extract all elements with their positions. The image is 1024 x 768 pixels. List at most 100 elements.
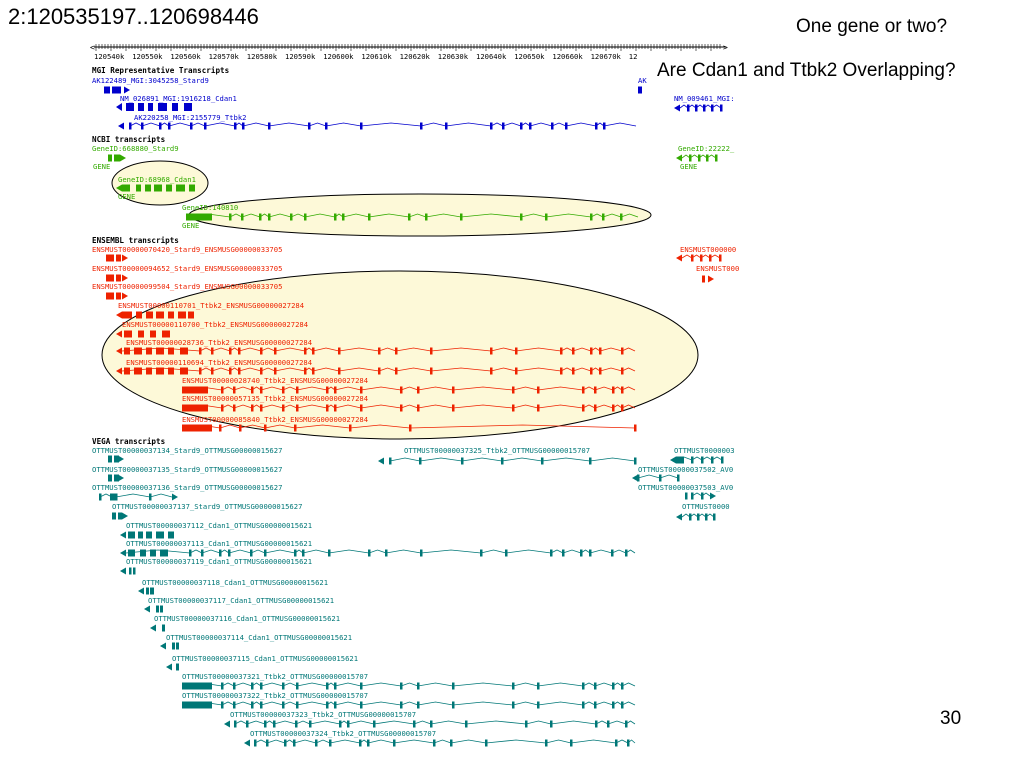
strand-arrow-left [116,184,122,192]
strand-arrow-left [676,254,682,262]
exon-block [273,720,276,728]
intron-line [328,549,370,554]
exon-block [268,122,271,130]
exon-block [308,122,311,130]
intron-line [611,549,627,554]
exon-block [603,122,606,130]
exon-block [685,492,688,500]
intron-line [395,367,432,372]
exon-block [395,347,398,355]
transcript-label: ENSMUST00000085840_Ttbk2_ENSMUSG00000027… [182,415,368,424]
intron-line [602,213,622,218]
exon-block [282,386,285,394]
intron-line [400,682,419,687]
exon-block [160,605,163,613]
exon-block [150,587,154,595]
strand-arrow-left [138,587,144,595]
exon-block [241,213,244,221]
exon-block [359,739,362,747]
intron-line [430,347,492,352]
intron-line [273,720,297,725]
exon-block [417,404,420,412]
exon-block [565,122,568,130]
exon-block [295,720,298,728]
intron-line [520,213,547,218]
intron-line [551,122,567,127]
exon-block [490,347,493,355]
exon-block [550,549,553,557]
intron-line [621,701,636,706]
strand-arrow-left [120,549,126,557]
exon-block [612,404,615,412]
strand-arrow-right [122,254,128,262]
intron-line [594,386,614,391]
exon-block [304,213,307,221]
exon-block [264,549,267,557]
exon-block [176,663,179,671]
transcript-glyph [632,474,680,482]
exon-block [582,404,585,412]
intron-line [228,549,252,554]
ruler-label: 120620k [400,52,431,61]
track-title: ENSEMBL transcripts [92,236,179,245]
strand-arrow-right [120,154,126,162]
exon-block [452,386,455,394]
ruler-label: 120590k [285,52,316,61]
exon-block [124,347,130,355]
exon-block [612,682,615,690]
intron-line [282,682,298,687]
intron-line [242,122,270,127]
transcript-label: OTTMUST00000037502_AV0 [638,465,733,474]
exon-block [211,347,214,355]
exon-block [525,720,528,728]
exon-block [114,474,119,482]
exon-block [550,720,553,728]
intron-line [294,424,351,429]
exon-block [180,347,188,355]
intron-line [296,701,328,706]
intron-line [537,682,584,687]
exon-block [582,386,585,394]
exon-block [720,104,723,112]
intron-line [512,386,539,391]
exon-block [146,311,153,319]
exon-block [312,347,315,355]
intron-line [302,549,330,554]
exon-block [284,739,287,747]
intron-line [238,367,262,372]
intron-line [296,682,328,687]
intron-line [582,701,596,706]
intron-line [334,682,362,687]
exon-block [393,739,396,747]
intron-line [615,739,629,744]
exon-block [199,347,202,355]
strand-arrow-right [122,292,128,300]
transcript-label: GeneID:68968_Cdan1 [118,175,196,184]
exon-block [529,122,532,130]
transcript-label: ENSMUST00000057135_Ttbk2_ENSMUSG00000027… [182,394,368,403]
exon-block [246,720,249,728]
tracks-layer: MGI Representative TranscriptsAK122489_M… [92,66,739,747]
intron-line [250,549,266,554]
intron-line [268,213,292,218]
intron-line [149,493,173,498]
exon-block [572,347,575,355]
exon-block [702,275,705,283]
exon-block [621,367,624,375]
exon-block [347,720,350,728]
transcript-label: OTTMUST00000037119_Cdan1_OTTMUSG00000015… [126,557,312,566]
intron-line [659,474,679,479]
exon-block [560,347,563,355]
exon-block [233,682,236,690]
exon-block [221,404,224,412]
intron-line [599,367,623,372]
exon-block [274,347,277,355]
intron-line [452,701,514,706]
exon-block [293,739,296,747]
exon-block [413,720,416,728]
exon-block [706,154,709,162]
intron-line [452,386,514,391]
intron-line [502,122,522,127]
exon-block [395,367,398,375]
